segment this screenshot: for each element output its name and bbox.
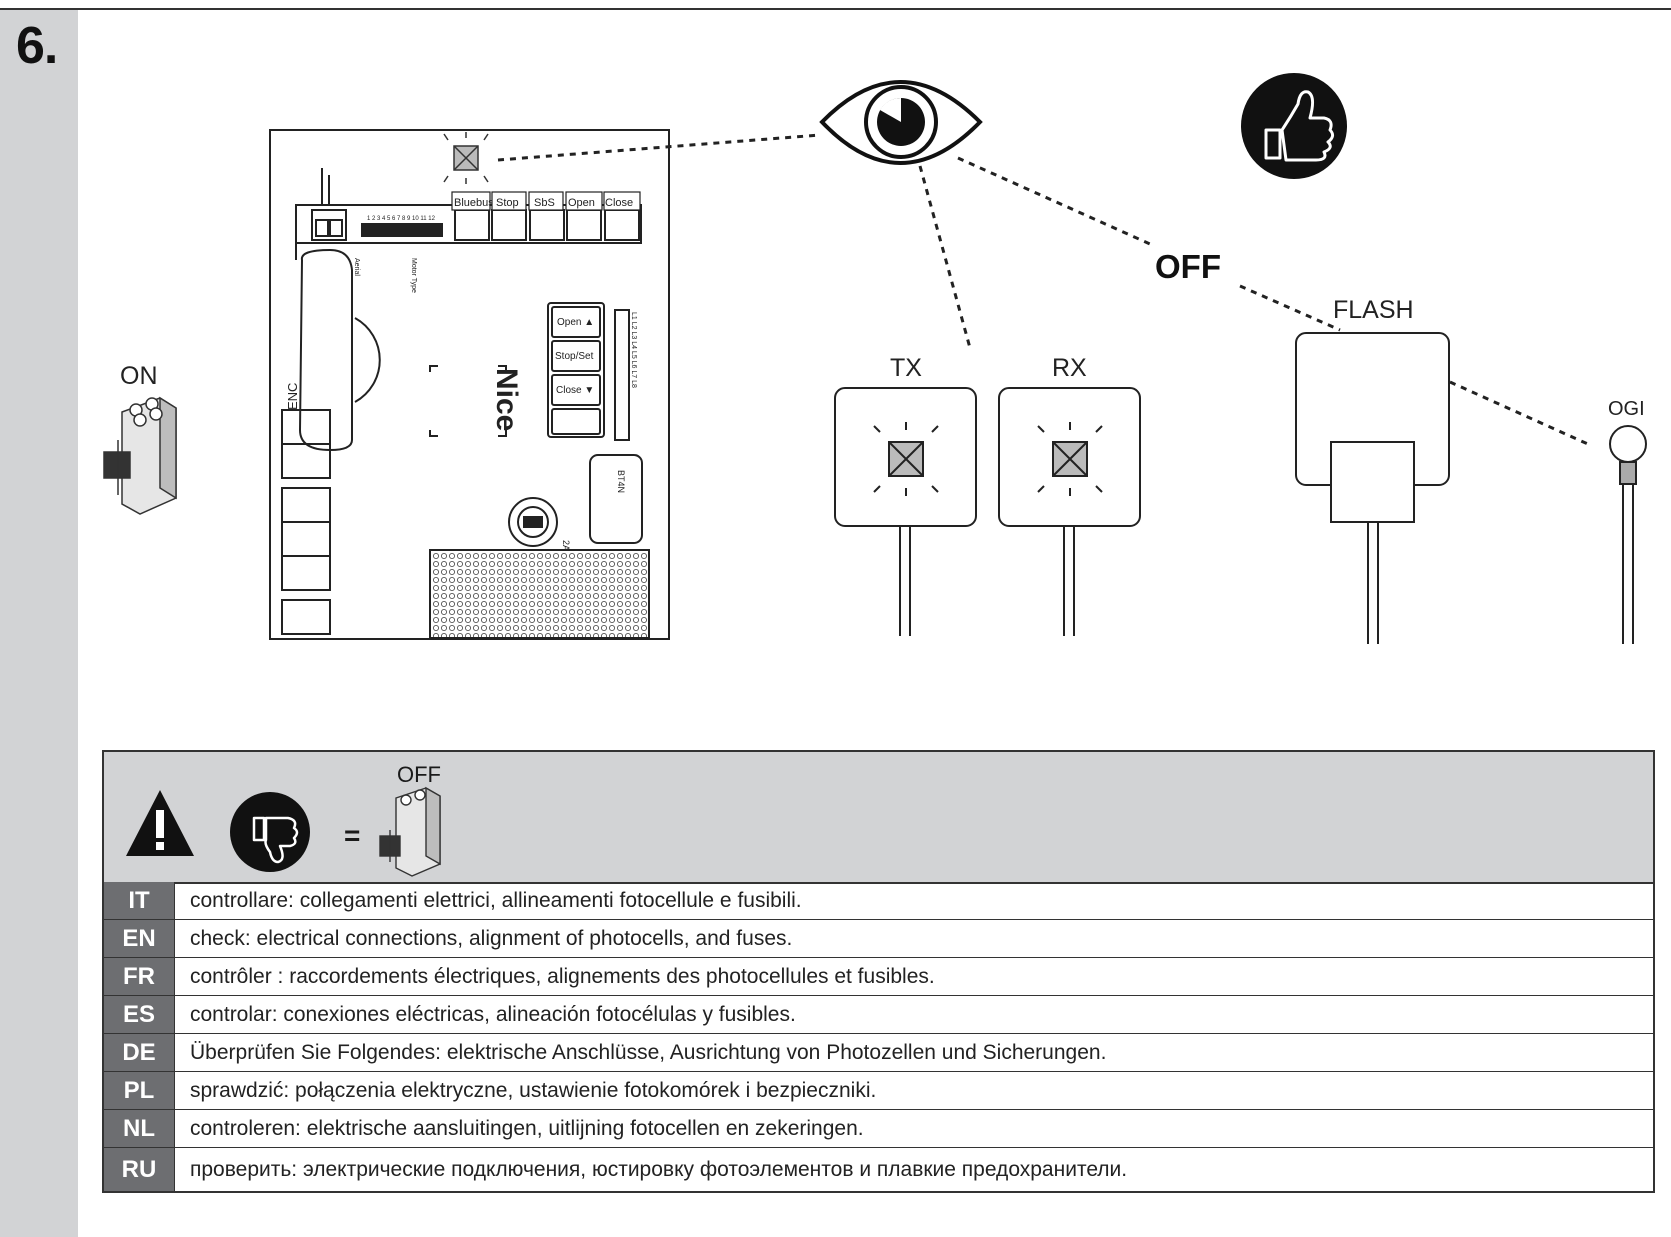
- ogi-label: OGI: [1608, 398, 1645, 420]
- off-label: OFF: [1155, 248, 1221, 285]
- check-text: sprawdzić: połączenia elektryczne, ustaw…: [190, 1078, 877, 1102]
- check-row-de: DE Überprüfen Sie Folgendes: elektrische…: [104, 1034, 1653, 1072]
- board-terminal-left: ENC: [285, 383, 300, 410]
- language-code: PL: [104, 1072, 175, 1109]
- language-code: RU: [104, 1148, 175, 1191]
- check-row-pl: PL sprawdzić: połączenia elektryczne, us…: [104, 1072, 1653, 1110]
- check-text: controleren: elektrische aansluitingen, …: [190, 1116, 864, 1140]
- rx-label: RX: [1052, 354, 1087, 382]
- language-code: ES: [104, 996, 175, 1033]
- dotted-connection-lines: [497, 133, 1591, 447]
- thumbs-up-icon: [1241, 73, 1347, 179]
- control-board: [269, 129, 670, 640]
- check-text: controlar: conexiones eléctricas, alinea…: [190, 1002, 796, 1026]
- on-label: ON: [120, 362, 158, 390]
- language-code: IT: [104, 882, 175, 919]
- check-row-fr: FR contrôler : raccordements électriques…: [104, 958, 1653, 996]
- language-code: DE: [104, 1034, 175, 1071]
- step-number: 6.: [16, 17, 58, 75]
- board-brand: Nice: [490, 368, 523, 431]
- board-terminal-label: Open: [568, 197, 595, 209]
- warning-icon: [126, 790, 194, 856]
- check-text: contrôler : raccordements électriques, a…: [190, 964, 935, 988]
- board-terminal-labels: Bluebus Stop SbS Open Close Open ▲ Stop/…: [285, 191, 641, 551]
- tx-photocell: [834, 387, 977, 636]
- check-text: проверить: электрические подключения, юс…: [190, 1157, 1128, 1181]
- thumbs-down-icon: [230, 792, 310, 872]
- header-icons: [126, 786, 441, 877]
- check-text: Überprüfen Sie Folgendes: elektrische An…: [190, 1040, 1107, 1064]
- language-code: NL: [104, 1110, 175, 1147]
- rx-photocell: [998, 387, 1141, 636]
- tx-label: TX: [890, 354, 922, 382]
- board-terminal-label: SbS: [534, 197, 555, 209]
- ogi-bulb-icon: [1609, 425, 1647, 644]
- check-row-it: IT controllare: collegamenti elettrici, …: [104, 882, 1653, 920]
- board-dip-label: 1 2 3 4 5 6 7 8 9 10 11 12: [367, 216, 436, 222]
- diagram: Bluebus Stop SbS Open Close Open ▲ Stop/…: [103, 73, 1647, 644]
- equals-sign: =: [344, 820, 361, 851]
- check-row-ru: RU проверить: электрические подключения,…: [104, 1148, 1653, 1191]
- circuit-breaker-on-icon: [103, 396, 177, 515]
- check-table-header: = OFF: [104, 752, 1653, 884]
- eye-icon: [819, 80, 983, 165]
- flash-label: FLASH: [1333, 296, 1414, 324]
- board-terminal-label: Close: [605, 197, 633, 209]
- check-text: controllare: collegamenti elettrici, all…: [190, 888, 802, 912]
- board-button-label: Close ▼: [556, 385, 594, 396]
- board-button-label: Open ▲: [557, 317, 594, 328]
- board-led-label: L1 L2 L3 L4 L5 L6 L7 L8: [630, 312, 637, 388]
- language-code: FR: [104, 958, 175, 995]
- check-row-nl: NL controleren: elektrische aansluitinge…: [104, 1110, 1653, 1148]
- board-aerial-label: Aerial: [353, 258, 360, 276]
- language-code: EN: [104, 920, 175, 957]
- board-terminal-label: Stop: [496, 197, 519, 209]
- board-module-label: BT4N: [616, 470, 626, 493]
- board-fuse-label: 2A: [561, 540, 571, 551]
- off-small-label: OFF: [397, 762, 441, 787]
- board-motor-type-label: Motor Type: [410, 258, 417, 293]
- check-row-es: ES controlar: conexiones eléctricas, ali…: [104, 996, 1653, 1034]
- check-text: check: electrical connections, alignment…: [190, 926, 793, 950]
- flash-lamp: [1295, 332, 1450, 644]
- board-button-label: Stop/Set: [555, 351, 594, 362]
- circuit-breaker-off-icon: [379, 786, 441, 877]
- board-led-blink-icon: [443, 132, 489, 184]
- check-row-en: EN check: electrical connections, alignm…: [104, 920, 1653, 958]
- step-sidebar: [0, 10, 78, 1237]
- top-rule: [0, 8, 1671, 10]
- board-terminal-label: Bluebus: [454, 197, 494, 209]
- check-table: = OFF IT controllare: collegamenti elett…: [102, 750, 1655, 1193]
